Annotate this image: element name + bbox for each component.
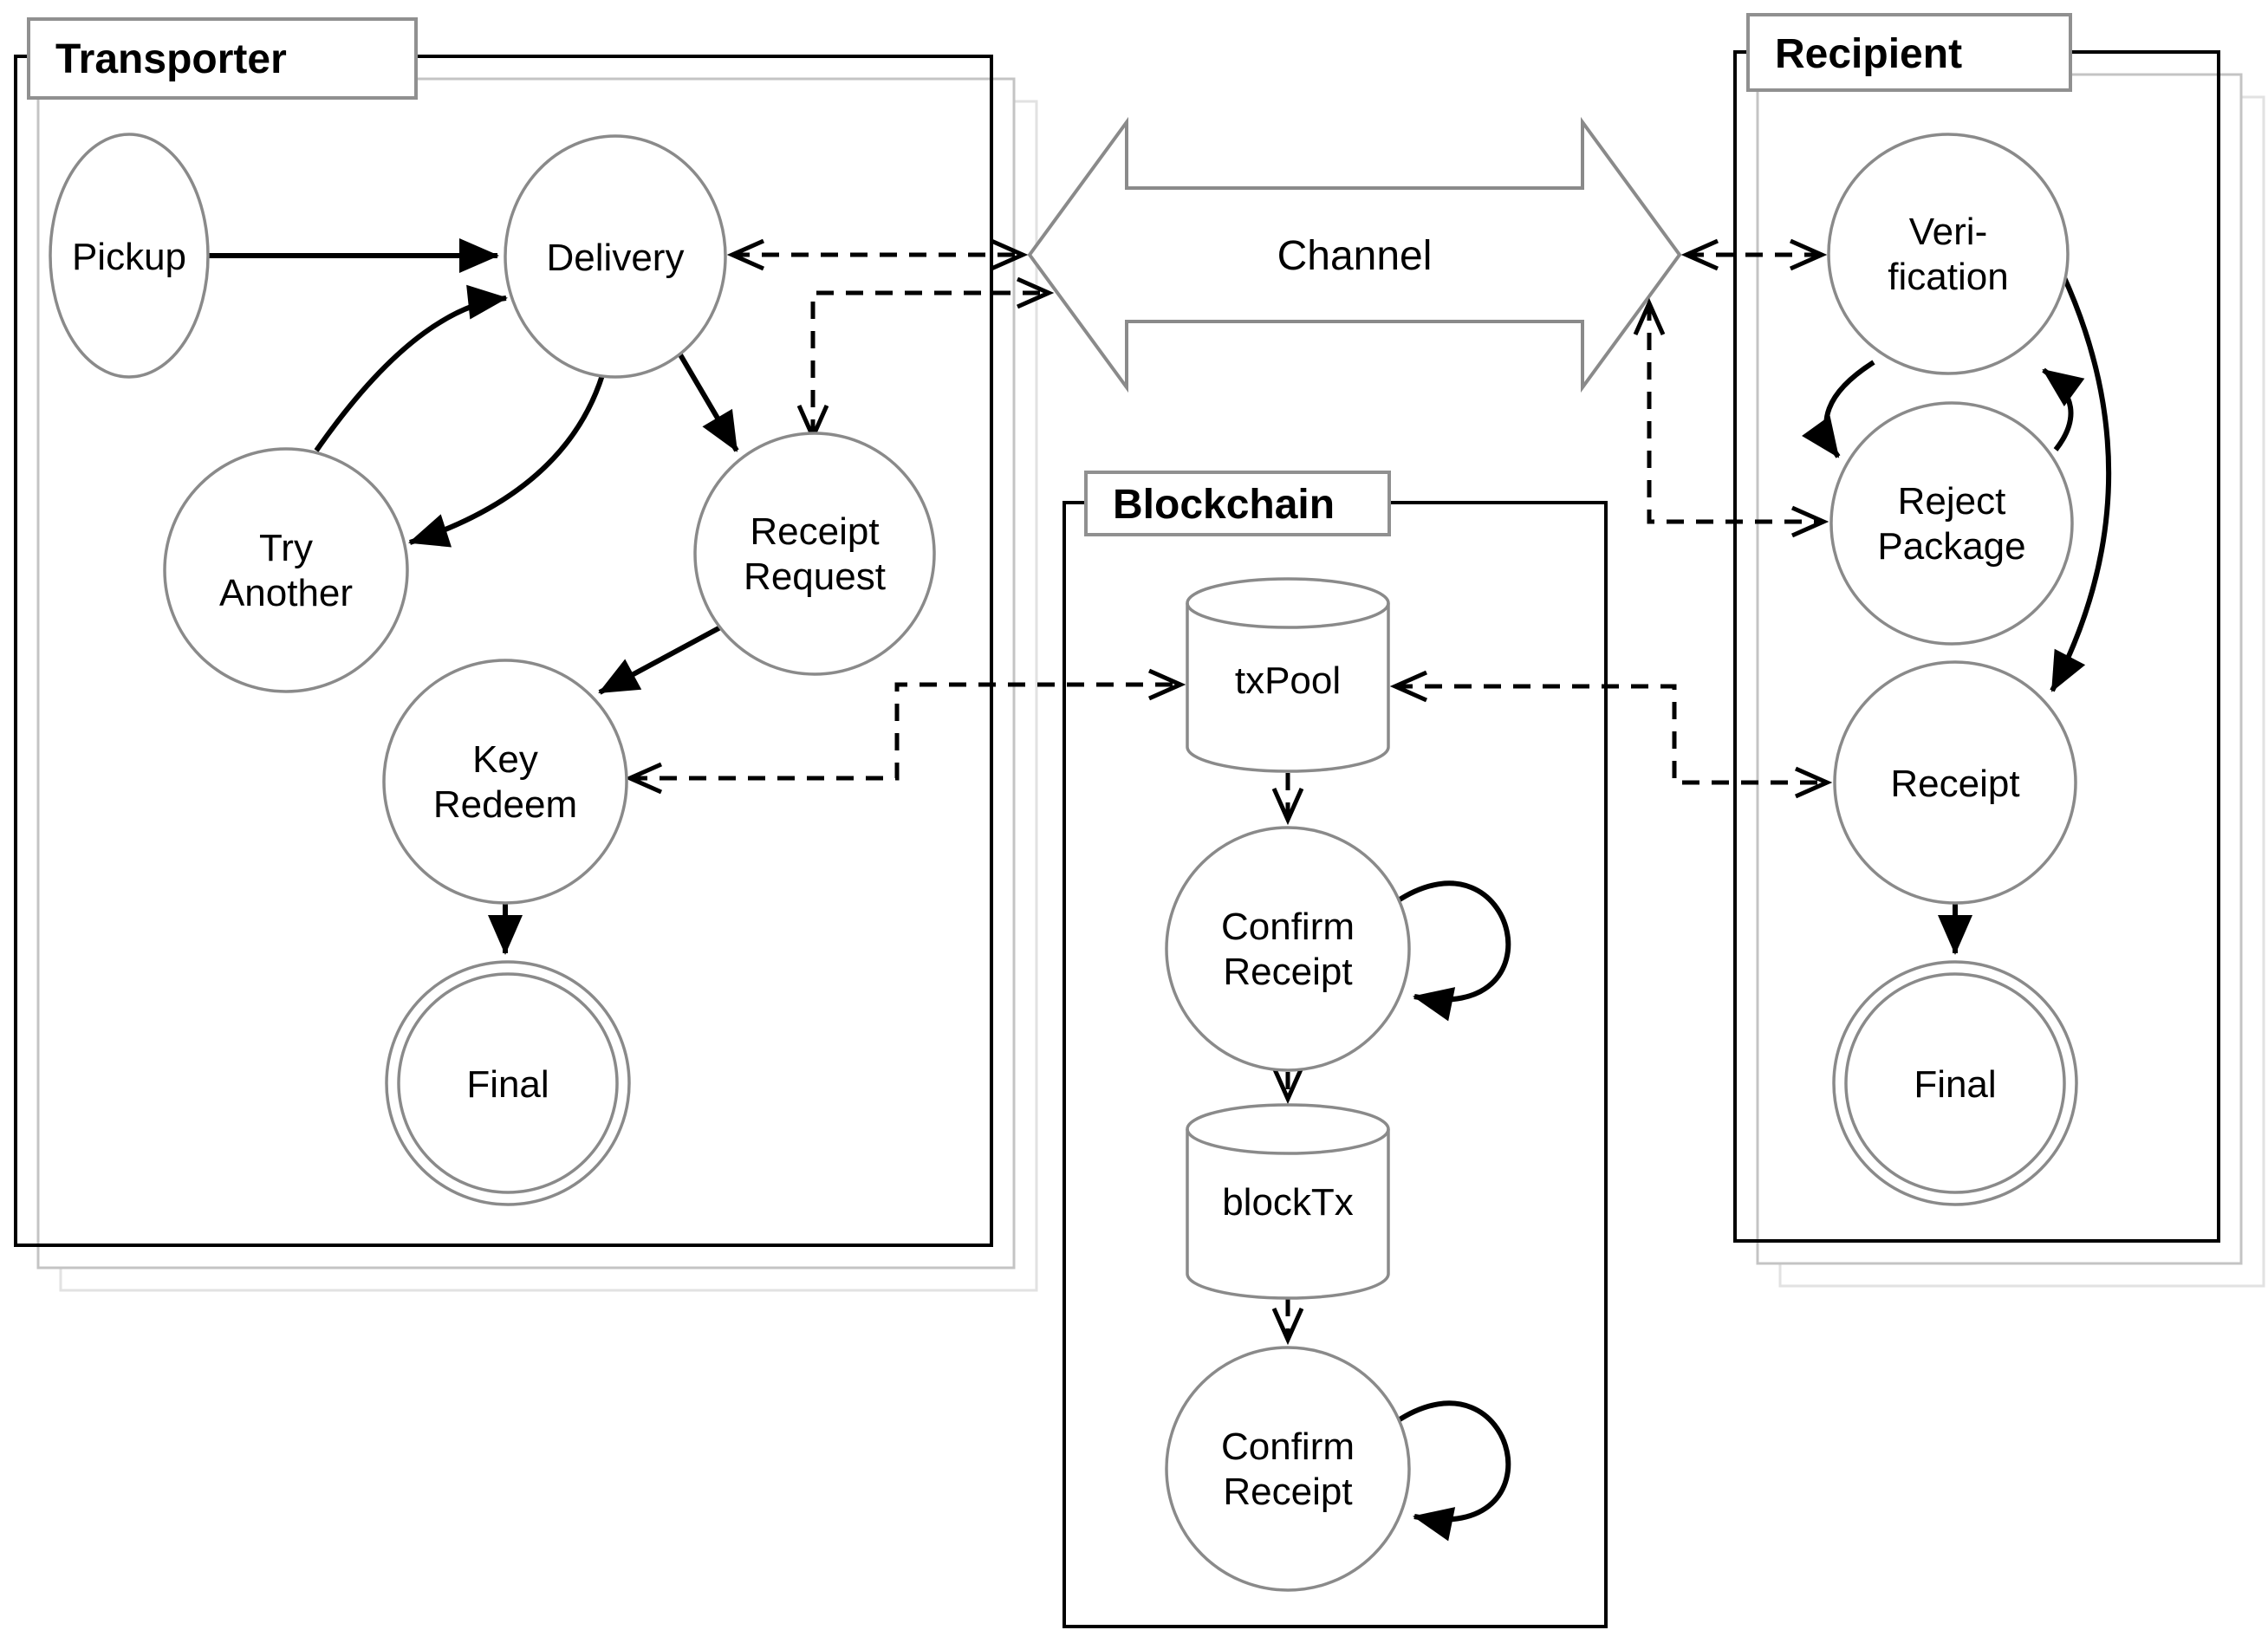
state-receipt-request-label-line2: Request [744,555,886,598]
state-reject-package: Reject Package [1829,401,2074,646]
state-verification-shape [1827,133,2070,375]
dashed-channel-reject-package-arrow [1649,303,1823,522]
edge-delivery-to-try-another [408,374,605,548]
edge-reject-package-to-verification [2042,367,2085,451]
state-final-recipient: Final [1832,960,2078,1206]
transporter-box [14,55,993,1247]
state-try-another: Try Another [163,447,409,693]
state-delivery-shape [504,134,727,379]
dashed-key-redeem-txpool-arrow [630,685,1180,778]
txpool-label: txPool [1235,659,1341,702]
transporter-label-box [27,17,418,100]
state-delivery-label: Delivery [547,237,685,279]
state-confirm-receipt-1-label-line2: Receipt [1223,951,1352,993]
datastore-blocktx: blockTx [1186,1103,1390,1300]
state-reject-package-label-line2: Package [1877,525,2025,568]
blockchain-container: Blockchain [1063,471,1608,1628]
state-try-another-label-line2: Another [219,572,353,614]
state-receipt-shape [1833,660,2077,905]
state-reject-package-label-line1: Reject [1898,480,2006,523]
dashed-txpool-receipt-arrow [1395,686,1827,783]
state-final-recipient-outer [1832,960,2078,1206]
state-receipt-label: Receipt [1890,763,2019,805]
edge-try-another-to-delivery [314,284,508,452]
state-confirm-receipt-1: Confirm Receipt [1165,826,1411,1072]
state-final-transporter-inner [397,972,619,1194]
transporter-label: Transporter [55,36,287,82]
state-try-another-shape [163,447,409,693]
state-pickup-label: Pickup [72,236,186,278]
state-key-redeem-label-line1: Key [472,738,538,781]
state-receipt-request: Receipt Request [693,432,936,676]
blocktx-cylinder-top [1186,1103,1390,1155]
state-pickup: Pickup [49,133,210,379]
edge-verification-to-reject-package [1802,360,1875,458]
self-loop-confirm-receipt-2 [1395,1400,1511,1542]
txpool-cylinder-top [1186,577,1390,629]
recipient-label-box [1746,13,2072,92]
state-confirm-receipt-2-label-line2: Receipt [1223,1471,1352,1513]
state-verification-label-line2: fication [1888,256,2008,298]
blocktx-label: blockTx [1222,1181,1354,1224]
channel-double-arrow [1027,116,1682,393]
state-key-redeem: Key Redeem [382,659,628,905]
state-confirm-receipt-1-shape [1165,826,1411,1072]
edge-delivery-to-receipt-request [676,350,739,452]
state-receipt: Receipt [1833,660,2077,905]
state-final-transporter-outer [385,960,631,1206]
datastore-txpool: txPool [1186,577,1390,773]
state-final-transporter-label: Final [466,1063,549,1106]
state-reject-package-shape [1829,401,2074,646]
edge-verification-to-receipt [2050,272,2112,692]
blockchain-label-box [1084,471,1391,536]
state-final-transporter: Final [385,960,631,1206]
state-pickup-shape [49,133,210,379]
state-key-redeem-label-line2: Redeem [433,783,577,826]
state-key-redeem-shape [382,659,628,905]
state-confirm-receipt-2: Confirm Receipt [1165,1346,1411,1592]
state-confirm-receipt-2-label-line1: Confirm [1221,1425,1355,1468]
state-final-recipient-inner [1844,972,2066,1194]
state-try-another-label-line1: Try [259,527,313,569]
state-receipt-request-label-line1: Receipt [750,510,879,553]
state-delivery: Delivery [504,134,727,379]
self-loop-confirm-receipt-1 [1395,880,1511,1022]
state-confirm-receipt-1-label-line1: Confirm [1221,906,1355,948]
recipient-label: Recipient [1775,31,1962,77]
channel-shape: Channel [1027,116,1682,393]
state-verification: Veri- fication [1827,133,2070,375]
state-final-recipient-label: Final [1914,1063,1996,1106]
blockchain-label: Blockchain [1113,482,1335,528]
channel-label: Channel [1277,233,1433,279]
state-verification-label-line1: Veri- [1909,211,1987,253]
dashed-receipt-request-channel-arrow [813,293,1049,437]
edge-receipt-request-to-key-redeem [598,624,724,695]
state-receipt-request-shape [693,432,936,676]
state-confirm-receipt-2-shape [1165,1346,1411,1592]
